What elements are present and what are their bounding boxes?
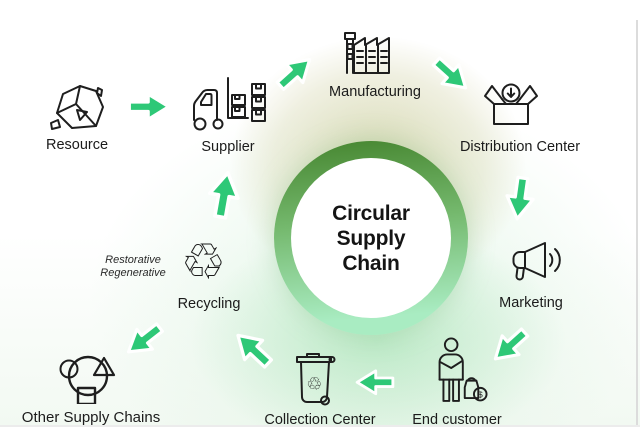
title-line-3: Chain: [342, 252, 400, 275]
factory-icon: [344, 32, 390, 74]
node-label-end-customer: End customer: [412, 412, 502, 427]
title-line-2: Supply: [336, 227, 406, 250]
recycle-bin-icon: ♲: [296, 353, 336, 406]
page-right-edge: [636, 20, 638, 427]
bin-recycling-symbol: ♲: [306, 374, 322, 395]
arrow-manufacturing-to-distribution: [431, 56, 468, 90]
node-label-distribution-center: Distribution Center: [459, 139, 581, 155]
annotation-line-1: Restorative: [105, 254, 161, 266]
center-ring: [274, 141, 468, 335]
arrow-recycling-to-other-chains: [126, 322, 164, 354]
recycle-arrows-icon: ♲: [181, 233, 226, 291]
arrow-supplier-to-manufacturing: [275, 57, 312, 91]
annotation-line-2: Regenerative: [100, 267, 166, 279]
node-label-collection-center: Collection Center: [264, 412, 376, 427]
customer-icon: $: [438, 337, 488, 402]
loop-shapes-icon: [59, 355, 116, 404]
title-line-1: Circular: [332, 202, 410, 225]
page-bottom-edge: [0, 425, 640, 427]
node-label-supplier: Supplier: [201, 139, 255, 155]
node-label-recycling: Recycling: [177, 296, 241, 312]
arrow-marketing-to-end-customer: [493, 327, 530, 361]
center-circle: [291, 158, 451, 318]
node-label-resource: Resource: [45, 137, 109, 153]
megaphone-icon: [512, 242, 561, 281]
open-box-icon: [484, 83, 538, 125]
annotation-restorative-regenerative: Restorative Regenerative: [73, 254, 193, 280]
diagram-title: Circular Supply Chain: [280, 201, 462, 276]
node-label-other-supply-chains: Other Supply Chains: [21, 409, 161, 426]
node-label-manufacturing: Manufacturing: [329, 84, 421, 100]
arrow-end-customer-to-collection: [355, 369, 395, 396]
rock-icon: [50, 85, 104, 130]
node-label-marketing: Marketing: [499, 295, 563, 311]
forklift-icon: [193, 77, 266, 131]
arrow-recycling-to-supplier: [207, 171, 240, 220]
arrow-collection-to-recycling: [236, 333, 274, 369]
arrow-distribution-to-marketing: [505, 175, 535, 221]
arrow-resource-to-supplier: [127, 92, 171, 121]
dollar-sign: $: [478, 390, 483, 400]
